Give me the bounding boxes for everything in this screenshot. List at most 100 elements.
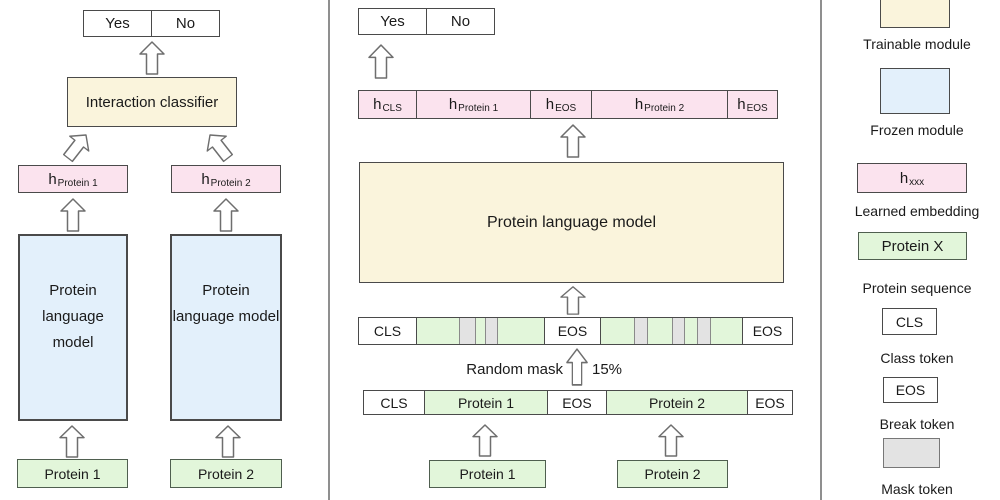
protein2-input-box: Protein 2 [170,459,282,488]
interaction-classifier-box: Interaction classifier [67,77,237,127]
embedding-base: h [634,96,644,113]
embedding-sub: EOS [555,103,577,114]
arrow-up-icon [472,424,498,457]
masked-token-row: CLS EOS EOS [358,317,793,345]
embedding-sub: Protein 1 [57,177,98,189]
embedding-sub: Protein 1 [458,103,499,114]
eos-label: EOS [562,394,592,411]
arrow-up-icon [60,198,86,232]
embedding-sub: xxx [909,176,925,188]
token-cell-eos1: EOS [547,391,606,414]
panel-divider [820,0,822,500]
embedding-base: h [448,96,458,113]
masked-sequence-1 [416,318,544,344]
token-cell-protein1: Protein 1 [424,391,547,414]
embedding-base: h [373,96,382,113]
embedding-sub: EOS [746,103,768,114]
plm-trainable-box: Protein language model [359,162,784,283]
protein-x-label: Protein X [881,237,944,255]
legend-swatch-mask [883,438,940,468]
eos-label: EOS [755,394,785,411]
plm-label: Protein language model [42,282,104,351]
legend-label-cls: Class token [880,350,954,366]
embedding-base: h [737,96,746,113]
embedding-base: h [201,170,210,188]
embedding-sub: CLS [382,103,402,114]
input-token-row: CLS Protein 1 EOS Protein 2 EOS [363,390,793,415]
embedding-sub: Protein 2 [644,103,685,114]
arrow-up-icon [566,348,588,386]
plm-label: Protein language model [486,213,656,231]
eos-label: EOS [752,323,783,339]
protein2-label: Protein 2 [644,466,701,482]
arrow-up-icon [215,425,241,458]
arrow-up-icon [59,425,85,458]
token-cell-eos2: EOS [747,391,792,414]
legend-swatch-cls: CLS [882,308,937,335]
mask-percent-label: 15% [592,361,623,378]
protein1-label: Protein 1 [457,394,515,411]
random-mask-label: Random mask [466,361,563,378]
token-cell-eos1: EOS [544,318,600,344]
legend-swatch-protein: Protein X [858,232,967,260]
eos-label: EOS [895,382,926,398]
no-label: No [426,9,494,34]
mask-token-stripe [633,318,648,344]
protein2-input-box: Protein 2 [617,460,728,488]
embedding-sub: Protein 2 [210,177,251,189]
protein2-label: Protein 2 [648,394,706,411]
plm-frozen-box-2: Protein language model [170,234,282,421]
arrow-up-icon [139,41,165,75]
decision-box-middle: Yes No [358,8,495,35]
protein2-label: Protein 2 [197,465,255,482]
interaction-classifier-label: Interaction classifier [85,93,219,111]
legend-swatch-trainable [880,0,950,28]
token-cell-eos2: EOS [742,318,792,344]
mask-token-stripe [484,318,498,344]
masked-sequence-2 [600,318,742,344]
legend-label-frozen: Frozen module [870,122,964,138]
arrow-up-right-icon [57,126,97,166]
legend-swatch-eos: EOS [883,377,938,403]
embedding-base: h [545,96,555,113]
arrow-up-icon [560,124,586,158]
yes-label: Yes [105,15,130,32]
protein1-input-box: Protein 1 [429,460,546,488]
no-label: No [151,11,219,36]
plm-label: Protein language model [172,282,280,325]
protein1-label: Protein 1 [459,466,516,482]
protein1-input-box: Protein 1 [17,459,128,488]
yes-label: Yes [380,13,405,30]
cls-label: CLS [373,323,402,339]
legend-label-mask: Mask token [881,481,953,497]
legend-label-trainable: Trainable module [863,36,971,52]
eos-label: EOS [557,323,588,339]
legend-label-embedding: Learned embedding [854,203,980,219]
token-cell-protein2: Protein 2 [606,391,747,414]
cls-label: CLS [380,394,408,411]
mask-token-stripe [672,318,686,344]
arrow-up-left-icon [199,126,239,166]
cls-label: CLS [895,313,924,330]
decision-box-left: Yes No [83,10,220,37]
arrow-up-icon [213,198,239,232]
legend-label-eos: Break token [879,416,955,432]
token-cell-cls: CLS [364,391,424,414]
legend-swatch-frozen [880,68,950,114]
legend-label-protein: Protein sequence [862,280,972,296]
protein1-label: Protein 1 [44,465,101,482]
mask-token-stripe [458,318,477,344]
arrow-up-icon [368,44,394,79]
embedding-base: h [899,169,909,187]
plm-frozen-box-1: Protein language model [18,234,128,421]
